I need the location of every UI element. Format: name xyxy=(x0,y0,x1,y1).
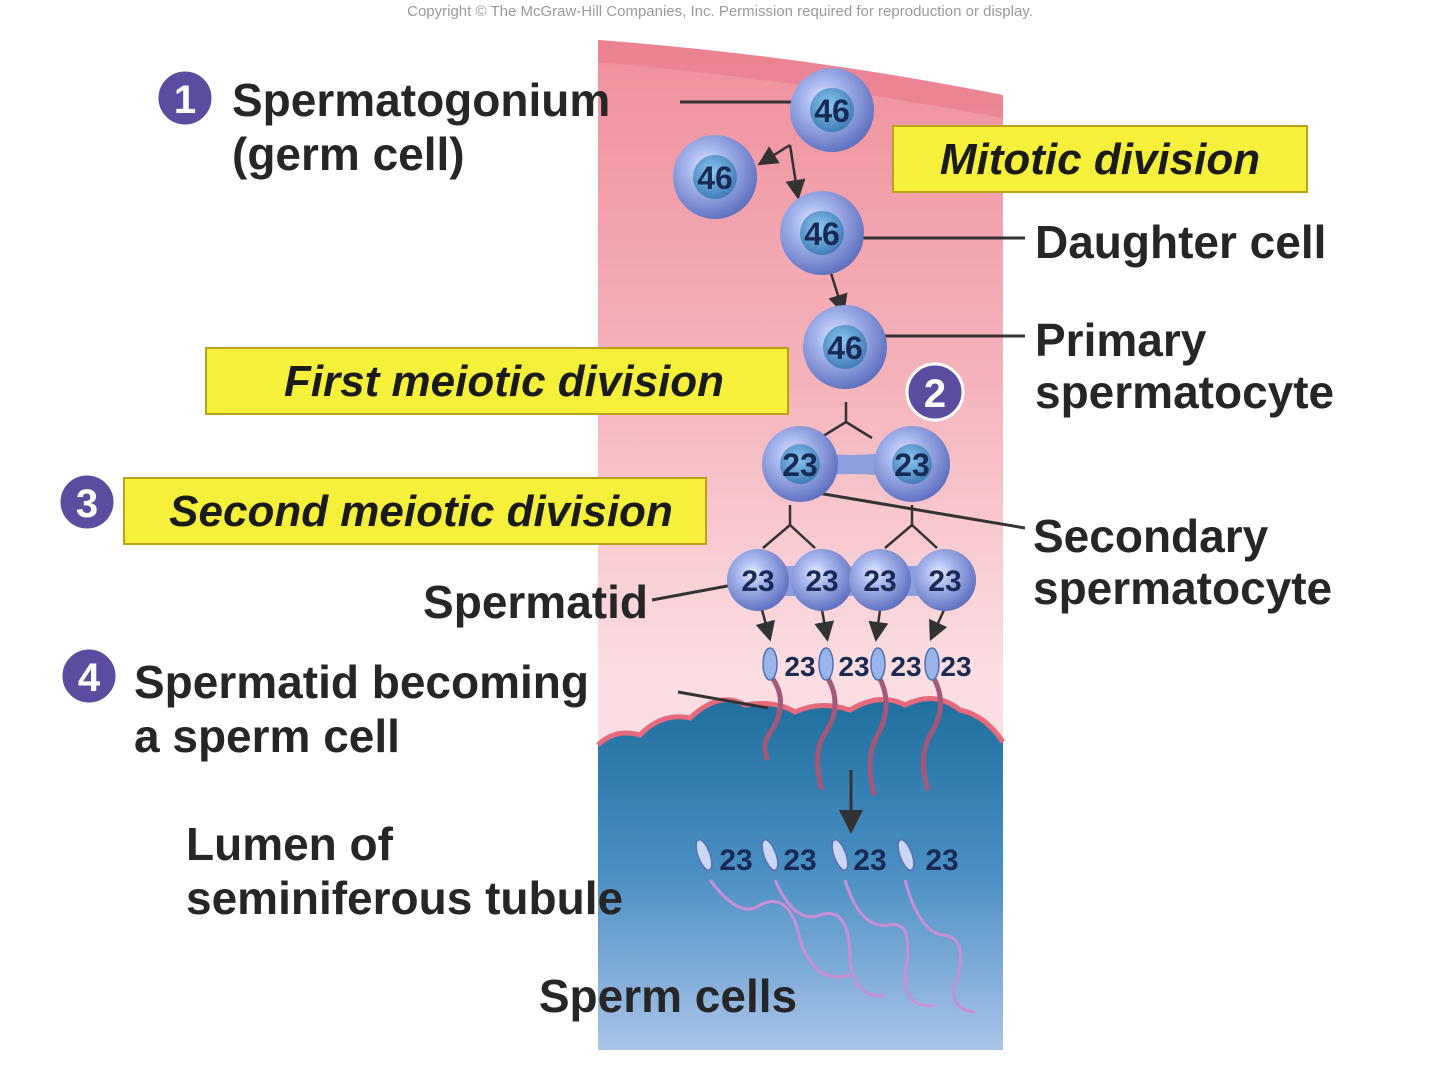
spermatid-label: Spermatid xyxy=(423,576,648,628)
division-arrows xyxy=(755,143,948,834)
step-1-number: 1 xyxy=(174,78,196,122)
sperm-cells-label: Sperm cells xyxy=(539,970,797,1022)
cell-primary-spermatocyte: 46 xyxy=(803,305,887,389)
first-meiotic-division-text: First meiotic division xyxy=(284,357,724,406)
maturing-spermatids: 23 23 23 23 xyxy=(762,647,972,796)
maturing-2-chromosomes: 23 xyxy=(838,651,869,682)
sperm-1-chromosomes: 23 xyxy=(719,844,752,877)
step-3-number: 3 xyxy=(76,482,98,526)
sperm-3-chromosomes: 23 xyxy=(853,844,886,877)
step-3-badge: 3 xyxy=(57,472,117,532)
spermatid-1-chromosomes: 23 xyxy=(741,565,774,598)
arrow-spermatid-2 xyxy=(814,609,835,642)
cell-spermatogonium-chromosomes: 46 xyxy=(814,93,850,129)
cell-secondary-right-chromosomes: 23 xyxy=(894,447,930,483)
copyright-notice: Copyright © The McGraw-Hill Companies, I… xyxy=(407,3,1033,20)
arrow-second-meiosis-right xyxy=(884,505,938,549)
cell-mitosis-left: 46 xyxy=(673,135,757,219)
arrow-mitosis-left xyxy=(757,143,791,166)
maturing-3-chromosomes: 23 xyxy=(890,651,921,682)
arrow-spermatid-3 xyxy=(868,609,889,642)
leader-spermatid-becoming xyxy=(677,690,769,710)
cell-daughter: 46 xyxy=(780,191,864,275)
second-meiotic-division-box: Second meiotic division xyxy=(123,477,707,545)
arrow-spermatid-1 xyxy=(755,609,776,642)
lumen xyxy=(596,696,1006,1050)
a-sperm-cell-label: a sperm cell xyxy=(134,710,400,762)
first-meiotic-division-box: First meiotic division xyxy=(205,347,789,415)
cell-daughter-chromosomes: 46 xyxy=(804,216,840,252)
spermatid-3-chromosomes: 23 xyxy=(863,565,896,598)
spermatid-4-chromosomes: 23 xyxy=(928,565,961,598)
sperm-tail-1 xyxy=(708,879,851,979)
step-4-number: 4 xyxy=(78,656,101,700)
cell-spermatogonium: 46 xyxy=(790,68,874,152)
primary-label: Primary xyxy=(1035,314,1207,366)
leader-spermatid xyxy=(651,582,739,602)
spermatogonium-label: Spermatogonium xyxy=(232,74,610,126)
sperm-tail-2 xyxy=(773,879,886,998)
spermatid-2-chromosomes: 23 xyxy=(805,565,838,598)
cell-primary-chromosomes: 46 xyxy=(827,330,863,366)
cell-spermatids: 23 23 23 23 xyxy=(727,549,976,611)
maturing-4-chromosomes: 23 xyxy=(940,651,971,682)
arrow-spermatid-4 xyxy=(929,609,948,642)
spermatid-becoming-label: Spermatid becoming xyxy=(134,656,589,708)
cell-mitosis-left-chromosomes: 46 xyxy=(697,160,733,196)
germ-cell-label: (germ cell) xyxy=(232,128,465,180)
daughter-cell-label: Daughter cell xyxy=(1035,216,1326,268)
mitotic-division-box: Mitotic division xyxy=(892,125,1308,193)
sperm-tail-3 xyxy=(843,879,936,1008)
step-2-number: 2 xyxy=(924,372,946,416)
mitotic-division-text: Mitotic division xyxy=(940,135,1260,184)
arrow-mitosis-down xyxy=(785,144,806,200)
step-4-badge: 4 xyxy=(59,646,119,706)
sperm-4-chromosomes: 23 xyxy=(925,844,958,877)
primary-spermatocyte-label: spermatocyte xyxy=(1035,366,1334,418)
arrow-to-primary xyxy=(828,269,848,315)
secondary-spermatocyte-label: spermatocyte xyxy=(1033,562,1332,614)
secondary-label: Secondary xyxy=(1033,510,1269,562)
sperm-cells: 23 23 23 23 xyxy=(695,839,976,1014)
maturing-1-chromosomes: 23 xyxy=(784,651,815,682)
cell-secondary-spermatocytes: 23 23 xyxy=(762,426,950,502)
step-1-badge: 1 xyxy=(155,68,215,128)
seminiferous-tubule-label: seminiferous tubule xyxy=(186,872,623,924)
second-meiotic-division-text: Second meiotic division xyxy=(169,487,673,536)
step-2-badge: 2 xyxy=(905,362,965,422)
sperm-tail-4 xyxy=(903,879,976,1014)
cell-secondary-left-chromosomes: 23 xyxy=(782,447,818,483)
sperm-2-chromosomes: 23 xyxy=(783,844,816,877)
arrow-second-meiosis-left xyxy=(762,505,816,549)
lumen-of-label: Lumen of xyxy=(186,818,394,870)
